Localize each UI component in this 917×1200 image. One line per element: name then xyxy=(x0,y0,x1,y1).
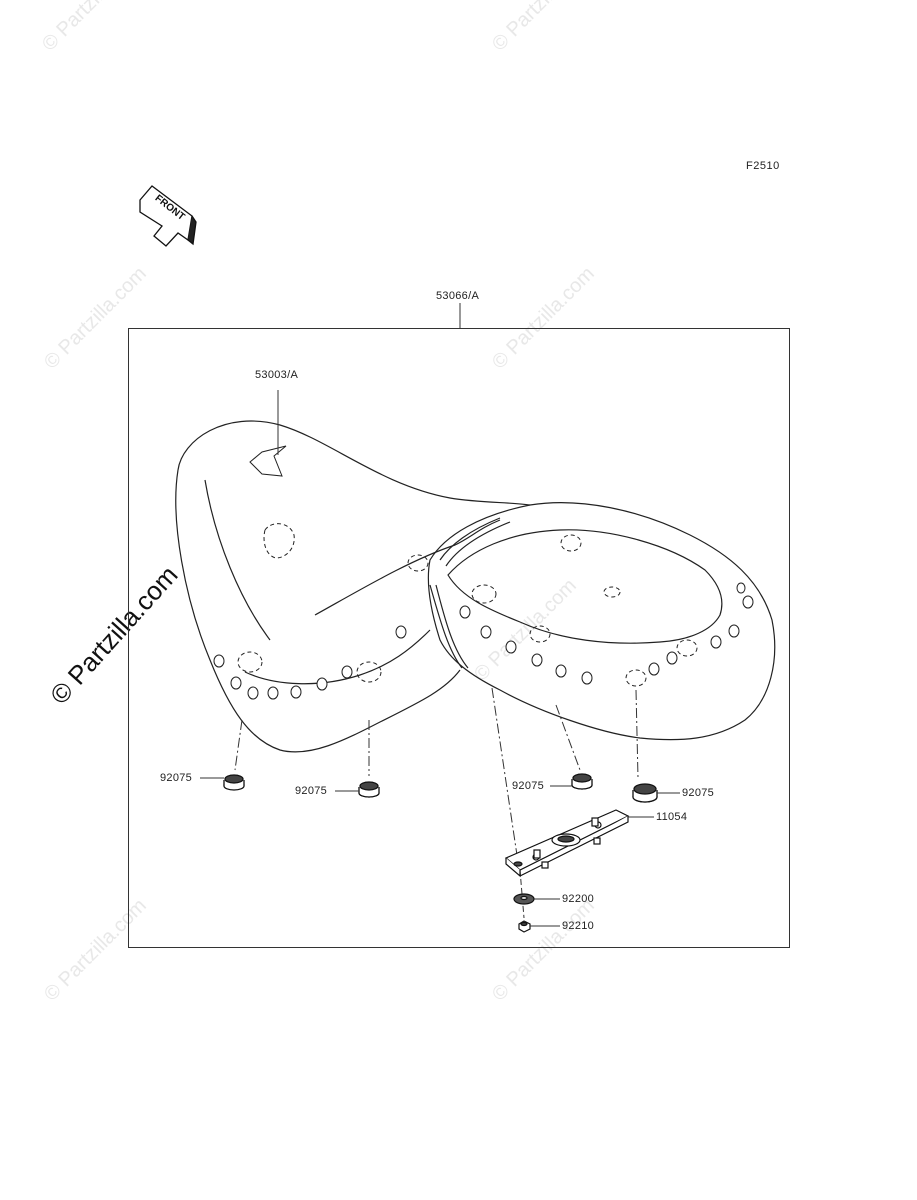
seat-body xyxy=(175,420,776,753)
label-damper-4: 92075 xyxy=(682,787,715,799)
label-leaders xyxy=(200,777,680,927)
damper-1 xyxy=(223,774,245,791)
label-assembly: 53066/A xyxy=(436,290,480,302)
damper-2 xyxy=(358,781,380,798)
damper-parts xyxy=(223,773,658,803)
figure-code: F2510 xyxy=(746,160,780,172)
bracket-part xyxy=(504,809,630,878)
damper-mounts xyxy=(237,523,698,687)
assembly-frame xyxy=(128,328,790,948)
damper-3 xyxy=(571,773,593,790)
nut-part xyxy=(518,920,531,933)
seat-studs xyxy=(213,582,754,700)
label-seat: 53003/A xyxy=(255,369,299,381)
label-damper-2: 92075 xyxy=(295,785,328,797)
label-washer: 92200 xyxy=(562,893,595,905)
label-bracket: 11054 xyxy=(656,811,688,823)
damper-4 xyxy=(632,783,658,803)
washer-part xyxy=(513,893,535,905)
leader-lines xyxy=(234,687,639,919)
label-damper-3: 92075 xyxy=(512,780,545,792)
label-damper-1: 92075 xyxy=(160,772,193,784)
front-arrow-icon: FRONT xyxy=(139,185,197,247)
seat-tag xyxy=(249,390,287,477)
label-nut: 92210 xyxy=(562,920,595,932)
